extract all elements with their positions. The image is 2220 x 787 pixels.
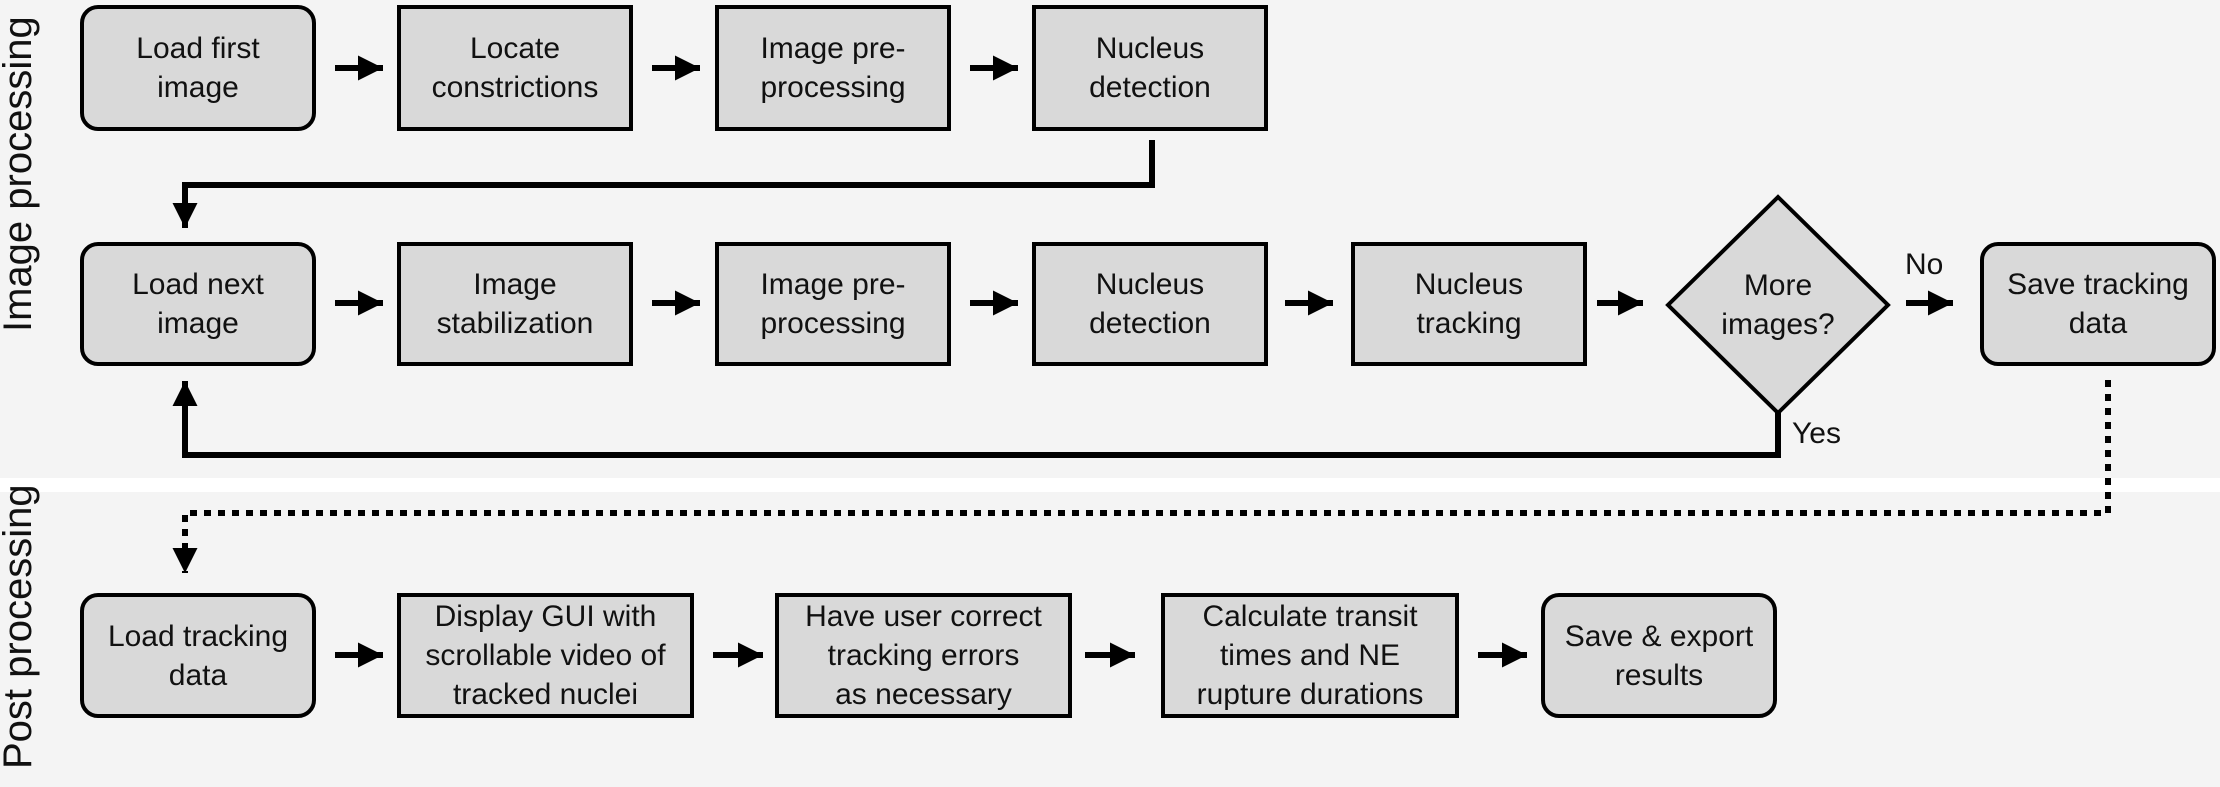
node-display-gui: Display GUI with scrollable video of tra… <box>397 593 694 718</box>
node-more-images: More images? <box>1721 269 1835 341</box>
arrow-save-to-load-tracking <box>172 380 2111 573</box>
edge-label-yes: Yes <box>1792 417 1841 450</box>
node-load-tracking-data: Load tracking data <box>80 593 316 718</box>
arrow-detect-to-load-next <box>172 140 1155 228</box>
arrow-decision-yes-loop <box>172 381 1781 458</box>
node-locate-constrictions: Locate constrictions <box>397 5 633 131</box>
node-calculate-transit: Calculate transit times and NE rupture d… <box>1161 593 1459 718</box>
node-save-tracking-data: Save tracking data <box>1980 242 2216 366</box>
post-processing-band <box>0 492 2220 787</box>
decision-diamond <box>1665 194 1891 416</box>
node-nucleus-detection-2: Nucleus detection <box>1032 242 1268 366</box>
node-image-preprocessing-1: Image pre- processing <box>715 5 951 131</box>
node-save-export-results: Save & export results <box>1541 593 1777 718</box>
node-image-preprocessing-2: Image pre- processing <box>715 242 951 366</box>
node-user-correct: Have user correct tracking errors as nec… <box>775 593 1072 718</box>
node-load-first-image: Load first image <box>80 5 316 131</box>
node-nucleus-tracking: Nucleus tracking <box>1351 242 1587 366</box>
node-image-stabilization: Image stabilization <box>397 242 633 366</box>
node-nucleus-detection-1: Nucleus detection <box>1032 5 1268 131</box>
edge-label-no: No <box>1905 248 1944 281</box>
node-load-next-image: Load next image <box>80 242 316 366</box>
